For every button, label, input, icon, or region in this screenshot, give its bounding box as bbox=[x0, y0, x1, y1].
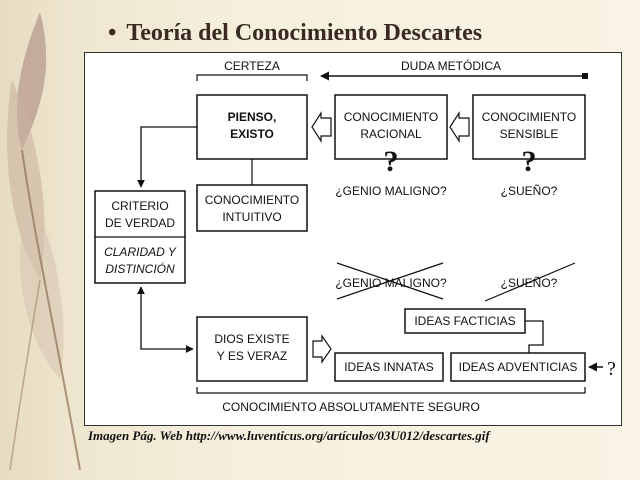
certeza-label: CERTEZA bbox=[224, 59, 280, 73]
descartes-diagram: CERTEZA DUDA METÓDICA PIENSO, EXISTO CON… bbox=[94, 58, 616, 414]
sensible-line2: SENSIBLE bbox=[500, 127, 559, 141]
facticias-connector bbox=[525, 320, 544, 353]
title-bullet: • bbox=[108, 20, 117, 46]
seguro-label: CONOCIMIENTO ABSOLUTAMENTE SEGURO bbox=[222, 400, 480, 414]
claridad-line1: CLARIDAD Y bbox=[104, 245, 177, 259]
certeza-bracket bbox=[196, 74, 308, 81]
arrow-criterio-dios bbox=[137, 286, 194, 353]
image-caption: Imagen Pág. Web http://www.luventicus.or… bbox=[88, 428, 490, 443]
sueno-cross bbox=[484, 262, 576, 302]
dios-box bbox=[196, 316, 308, 382]
slide-title: • Teoría del Conocimiento Descartes bbox=[108, 20, 482, 47]
sensible-box bbox=[472, 94, 586, 160]
duda-arrow-tail bbox=[582, 73, 588, 79]
intuitivo-box bbox=[196, 184, 308, 232]
sensible-line1: CONOCIMIENTO bbox=[482, 110, 576, 124]
genio-maligno-label: ¿GENIO MALIGNO? bbox=[335, 184, 447, 198]
genio-maligno-crossed-label: ¿GENIO MALIGNO? bbox=[335, 276, 447, 290]
racional-line2: RACIONAL bbox=[360, 127, 422, 141]
intuitivo-line1: CONOCIMIENTO bbox=[205, 193, 299, 207]
arrow-pienso-criterio bbox=[137, 126, 197, 188]
seguro-bracket bbox=[196, 387, 586, 394]
hollow-arrow-racional-pienso bbox=[311, 110, 332, 144]
innatas-box bbox=[334, 352, 444, 382]
adventicias-label: IDEAS ADVENTICIAS bbox=[459, 360, 578, 374]
criterio-line2: DE VERDAD bbox=[105, 216, 175, 230]
facticias-box bbox=[404, 308, 526, 334]
duda-label: DUDA METÓDICA bbox=[401, 58, 501, 73]
dios-line1: DIOS EXISTE bbox=[214, 332, 289, 346]
leaf-stem bbox=[21, 149, 81, 471]
adventicias-question-mark: ? bbox=[607, 358, 616, 380]
racional-box bbox=[334, 94, 448, 160]
diagram-panel: CERTEZA DUDA METÓDICA PIENSO, EXISTO CON… bbox=[84, 52, 622, 426]
title-text: Teoría del Conocimiento Descartes bbox=[126, 20, 483, 46]
dios-line2: Y ES VERAZ bbox=[217, 349, 287, 363]
claridad-line2: DISTINCIÓN bbox=[105, 261, 175, 276]
pienso-line2: EXISTO bbox=[230, 127, 274, 141]
innatas-label: IDEAS INNATAS bbox=[344, 360, 434, 374]
hollow-arrow-dios-innatas bbox=[312, 334, 332, 364]
criterio-line1: CRITERIO bbox=[111, 199, 168, 213]
leaf-lower bbox=[20, 190, 64, 380]
intuitivo-line2: INTUITIVO bbox=[222, 210, 281, 224]
adventicias-box bbox=[450, 352, 586, 382]
racional-question-mark: ? bbox=[384, 145, 399, 178]
racional-line1: CONOCIMIENTO bbox=[344, 110, 438, 124]
genio-cross-b bbox=[336, 262, 444, 300]
facticias-label: IDEAS FACTICIAS bbox=[414, 314, 515, 328]
leaf-stem-2 bbox=[9, 279, 41, 471]
pienso-line1: PIENSO, bbox=[228, 110, 277, 124]
sensible-question-mark: ? bbox=[522, 145, 537, 178]
hollow-arrow-sensible-racional bbox=[449, 110, 470, 144]
sueno-label: ¿SUEÑO? bbox=[501, 184, 558, 198]
